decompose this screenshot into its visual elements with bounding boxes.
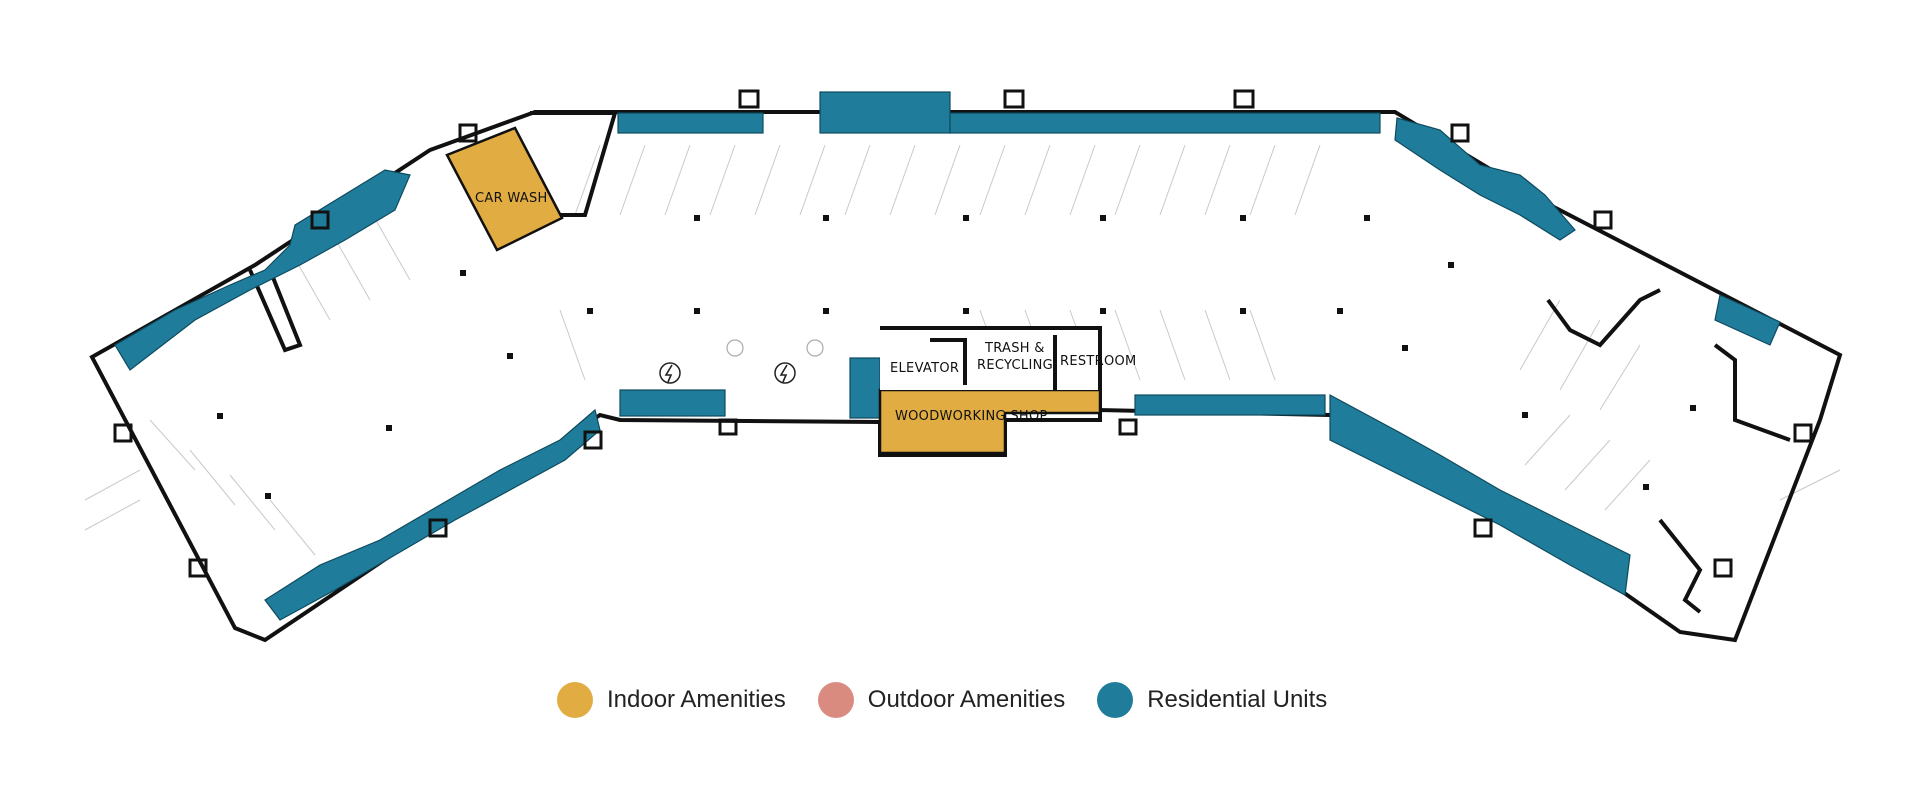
indoor-amenities-swatch: [557, 682, 593, 718]
trash-label-line1: TRASH &: [984, 341, 1045, 356]
core-rooms: ELEVATOR TRASH & RECYCLING RESTROOM: [880, 326, 1137, 390]
car-wash-room: CAR WASH: [445, 126, 564, 252]
legend-item-outdoor: Outdoor Amenities: [817, 682, 1066, 718]
legend-item-indoor: Indoor Amenities: [557, 682, 786, 718]
outdoor-amenities-swatch: [817, 682, 854, 718]
ev-charging-icon: [659, 362, 681, 384]
elevator-label: ELEVATOR: [890, 361, 959, 376]
legend-item-residential: Residential Units: [1097, 682, 1327, 718]
residential-units: [114, 91, 1781, 621]
structural-columns: [217, 215, 1696, 499]
restroom-label: RESTROOM: [1060, 354, 1137, 369]
trash-label-line2: RECYCLING: [977, 358, 1053, 373]
legend: Indoor Amenities Outdoor Amenities Resid…: [557, 680, 1359, 720]
accessible-parking-icon: [726, 339, 824, 357]
legend-label: Outdoor Amenities: [867, 686, 1066, 713]
wall-columns: [113, 89, 1813, 578]
residential-units-swatch: [1097, 682, 1134, 718]
legend-label: Residential Units: [1147, 686, 1328, 713]
ev-charging-icon: [774, 362, 796, 384]
woodworking-shop-room: WOODWORKING SHOP: [878, 388, 1102, 455]
legend-label: Indoor Amenities: [607, 686, 786, 713]
car-wash-label: CAR WASH: [475, 191, 548, 206]
woodworking-shop-label: WOODWORKING SHOP: [895, 409, 1048, 424]
